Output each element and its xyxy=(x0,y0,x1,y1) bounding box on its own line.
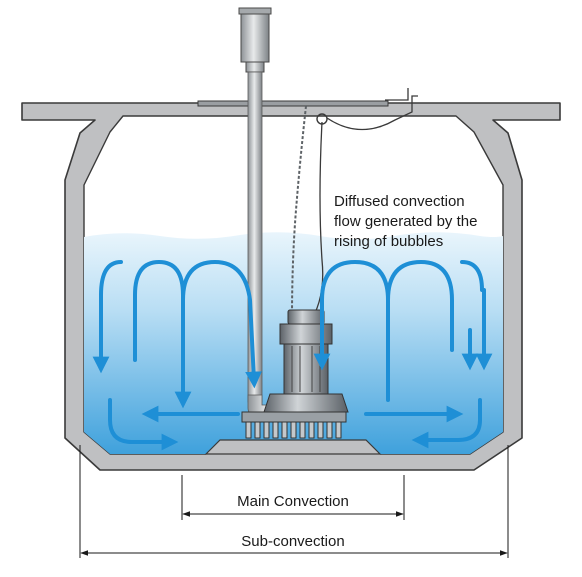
flow-arrow-left-bottom xyxy=(108,398,179,451)
annotation-line-2: flow generated by the xyxy=(334,213,477,230)
flow-arrow-left-loop-1 xyxy=(133,260,192,409)
submersible-pump xyxy=(241,309,349,439)
flow-arrow-left-descend xyxy=(99,260,123,297)
annotation-line-1: Diffused convection xyxy=(334,193,465,210)
annotation-text: Diffused convection flow generated by th… xyxy=(334,193,477,250)
main-convection-dimension: Main Convection xyxy=(181,475,405,520)
flow-arrow-right-bottom xyxy=(411,398,482,449)
lifting-chain xyxy=(291,105,307,319)
sub-convection-label: Sub-convection xyxy=(241,533,344,550)
main-convection-label: Main Convection xyxy=(237,493,349,510)
flow-arrows-right xyxy=(313,260,493,449)
flow-arrow-left-loop-2 xyxy=(181,260,262,389)
flow-arrow-right-loop-2 xyxy=(386,260,454,402)
flow-arrow-right-loop-1 xyxy=(320,260,390,342)
annotation-line-3: rising of bubbles xyxy=(334,233,443,250)
power-cable xyxy=(307,88,418,326)
flow-arrows-left xyxy=(92,260,262,451)
sub-convection-dimension: Sub-convection xyxy=(79,445,509,558)
floor-benching xyxy=(204,439,382,455)
discharge-pipe xyxy=(238,7,291,416)
flow-arrow-right-outer-down xyxy=(460,260,484,292)
cover-plate xyxy=(197,100,389,107)
